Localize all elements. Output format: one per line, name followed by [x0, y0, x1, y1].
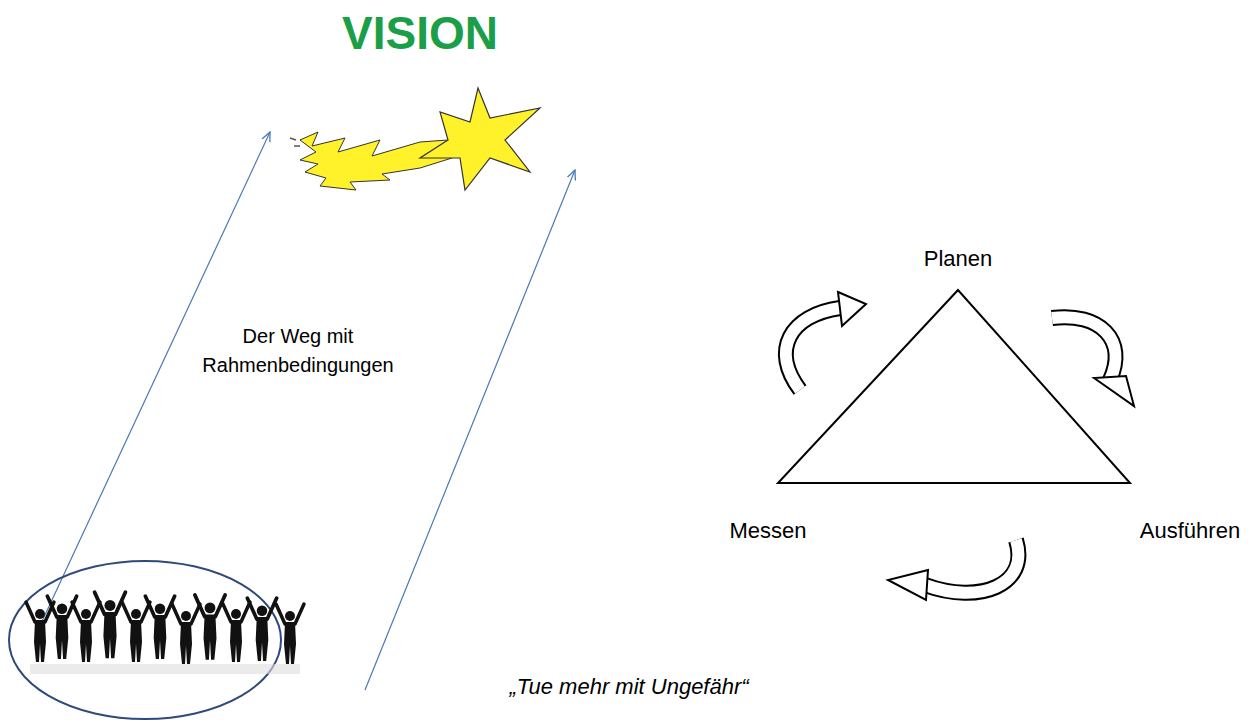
cycle-arrow	[786, 292, 866, 390]
shooting-star	[290, 88, 540, 190]
path-label: Der Weg mit Rahmenbedingungen	[196, 322, 400, 380]
people-group	[26, 592, 304, 674]
vision-title: VISION	[342, 6, 498, 60]
cycle-triangle	[778, 290, 1130, 483]
group-ellipse	[9, 561, 281, 719]
vertex-label: Messen	[729, 518, 806, 544]
cycle-arrow	[888, 540, 1018, 600]
path-line	[365, 170, 575, 690]
vertex-label: Ausführen	[1140, 518, 1240, 544]
motto-caption: „Tue mehr mit Ungefähr“	[509, 674, 748, 700]
vertex-label: Planen	[924, 246, 993, 272]
cycle-arrow	[1052, 317, 1134, 406]
path-line	[38, 132, 270, 630]
